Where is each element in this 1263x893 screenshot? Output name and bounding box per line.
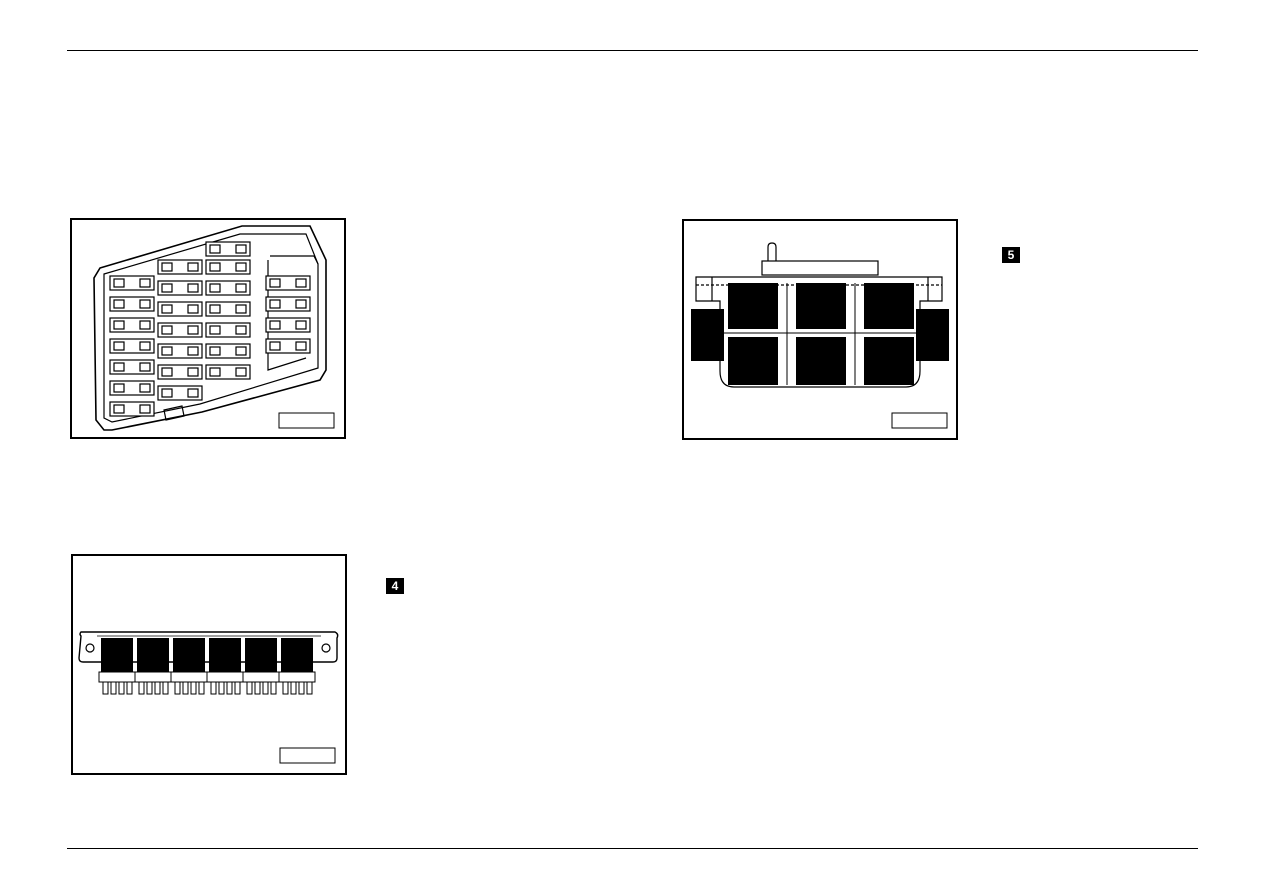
connector-drawing — [691, 242, 949, 429]
fuse-box-drawing — [93, 225, 335, 431]
relay-strip-figure — [71, 554, 347, 775]
fuse-box-figure — [70, 218, 346, 439]
connector-figure — [682, 219, 958, 440]
header-rule — [67, 50, 1198, 51]
step-5-badge: 5 — [1002, 247, 1020, 263]
footer-rule — [67, 848, 1198, 849]
relay-strip-drawing — [78, 631, 339, 764]
step-4-badge: 4 — [386, 578, 404, 594]
